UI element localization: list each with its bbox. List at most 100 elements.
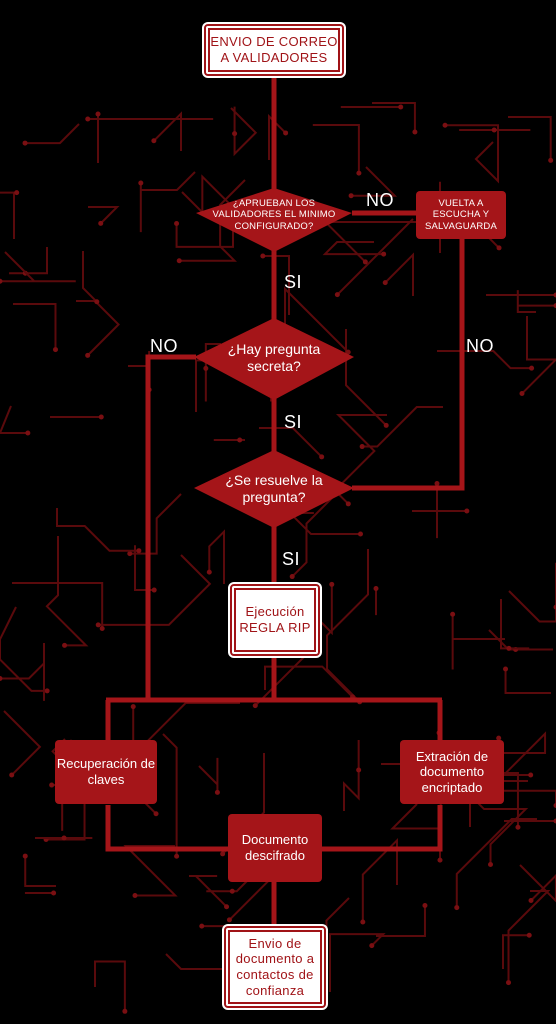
circuit-node [345,349,351,355]
circuit-trace [88,206,120,225]
circuit-trace [329,933,386,992]
circuit-node [434,481,440,487]
circuit-node [548,157,554,163]
circuit-trace [9,247,48,275]
circuit-node [0,278,3,284]
circuit-trace [384,252,414,296]
circuit-trace [486,731,547,776]
circuit-node [553,604,556,610]
doc-extraction-text: Extración de documento encriptado [415,748,489,795]
circuit-node [49,782,55,788]
circuit-node [203,365,209,371]
circuit-node [437,857,443,863]
circuit-trace [0,606,48,692]
circuit-trace [129,493,182,555]
circuit-node [491,127,497,133]
decision-resolve-text: ¿Se resuelve la pregunta? [225,472,323,505]
circuit-trace [162,733,178,857]
circuit-node [412,129,418,135]
circuit-node [329,581,335,587]
circuit-trace [12,582,104,629]
connector-return-to-resolve [352,238,465,491]
circuit-node [488,861,494,867]
circuit-node [232,131,238,137]
circuit-node [553,292,556,298]
circuit-node [506,980,512,986]
circuit-trace [361,837,398,923]
circuit-node [422,903,428,909]
circuit-node [132,892,138,898]
circuit-trace [0,251,76,283]
circuit-node [381,251,387,257]
circuit-node [356,170,362,176]
circuit-node [464,508,470,514]
label-no-secret: NO [150,336,178,356]
circuit-node [151,587,157,593]
circuit-node [382,280,388,286]
circuit-node [99,625,105,631]
circuit-node [357,531,363,537]
circuit-trace [139,171,196,233]
circuit-node [214,789,220,795]
circuit-trace [56,508,139,552]
circuit-trace [322,241,384,256]
circuit-node [383,422,389,428]
circuit-node [22,140,28,146]
circuit-trace [284,286,349,353]
circuit-trace [230,106,258,157]
circuit-node [454,905,460,911]
circuit-node [515,824,521,830]
circuit-node [553,802,556,808]
circuit-trace [345,329,387,427]
circuit-node [98,414,104,420]
circuit-trace [343,739,360,811]
circuit-node [206,569,212,575]
send-contacts-node: Envio de documento a contactos de confia… [224,926,326,1008]
circuit-trace [291,495,335,578]
decision-diamond-validators [196,188,352,252]
circuit-trace [500,599,530,650]
circuit-node [260,253,266,259]
circuit-trace [208,529,225,584]
circuit-trace [376,905,426,937]
decision-diamond-secret [194,318,354,400]
circuit-node [356,767,362,773]
circuit-trace [132,702,240,758]
circuit-node [496,245,502,251]
circuit-trace [336,218,414,296]
circuit-node [44,688,50,694]
decision-secret-text: ¿Hay pregunta secreta? [227,341,321,374]
circuit-node [95,111,101,117]
circuit-node [226,917,232,923]
circuit-node [252,703,258,709]
circuit-node [199,923,205,929]
circuit-node [359,444,365,450]
circuit-trace [508,116,552,161]
start-node: ENVIO DE CORREO A VALIDADORES [204,24,344,76]
circuit-node [519,391,525,397]
label-si-secret: SI [284,412,303,432]
circuit-node [9,772,15,778]
circuit-trace [82,251,98,303]
circuit-trace [181,174,242,216]
circuit-trace [507,890,551,983]
doc-decrypted-node: Documento descifrado [228,814,322,882]
circuit-node [14,190,20,196]
circuit-trace [312,124,360,174]
circuit-node [526,932,532,938]
circuit-node [127,551,133,557]
rule-rip-node: Ejecución REGLA RIP [230,584,320,656]
circuit-node [220,851,226,857]
circuit-trace [3,710,42,776]
circuit-trace [372,102,416,132]
circuit-node [442,122,448,128]
circuit-node [130,704,136,710]
circuit-trace [502,934,530,969]
circuit-node [174,221,180,227]
return-listen-node: VUELTA A ESCUCHA Y SALVAGUARDA [416,191,506,239]
circuit-trace [323,221,432,263]
circuit-trace [445,124,500,184]
circuit-node [369,943,375,949]
circuit-node [136,548,142,554]
circuit-node [62,642,68,648]
